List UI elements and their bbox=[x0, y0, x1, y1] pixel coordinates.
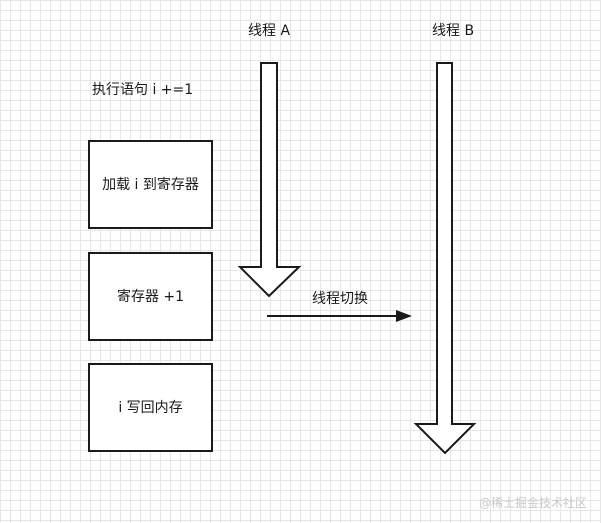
switch-label: 线程切换 bbox=[312, 290, 368, 307]
step-box-load bbox=[88, 140, 213, 229]
thread-a-label: 线程 A bbox=[248, 23, 290, 39]
step-box-increment bbox=[88, 252, 213, 341]
thread-b-arrow bbox=[413, 62, 477, 455]
statement-label: 执行语句 i +=1 bbox=[92, 82, 193, 98]
thread-a-arrow bbox=[237, 62, 302, 298]
watermark: @稀土掘金技术社区 bbox=[478, 496, 587, 510]
switch-arrow-head bbox=[396, 310, 412, 322]
thread-b-label: 线程 B bbox=[432, 23, 474, 39]
step-box-writeback bbox=[88, 363, 213, 452]
